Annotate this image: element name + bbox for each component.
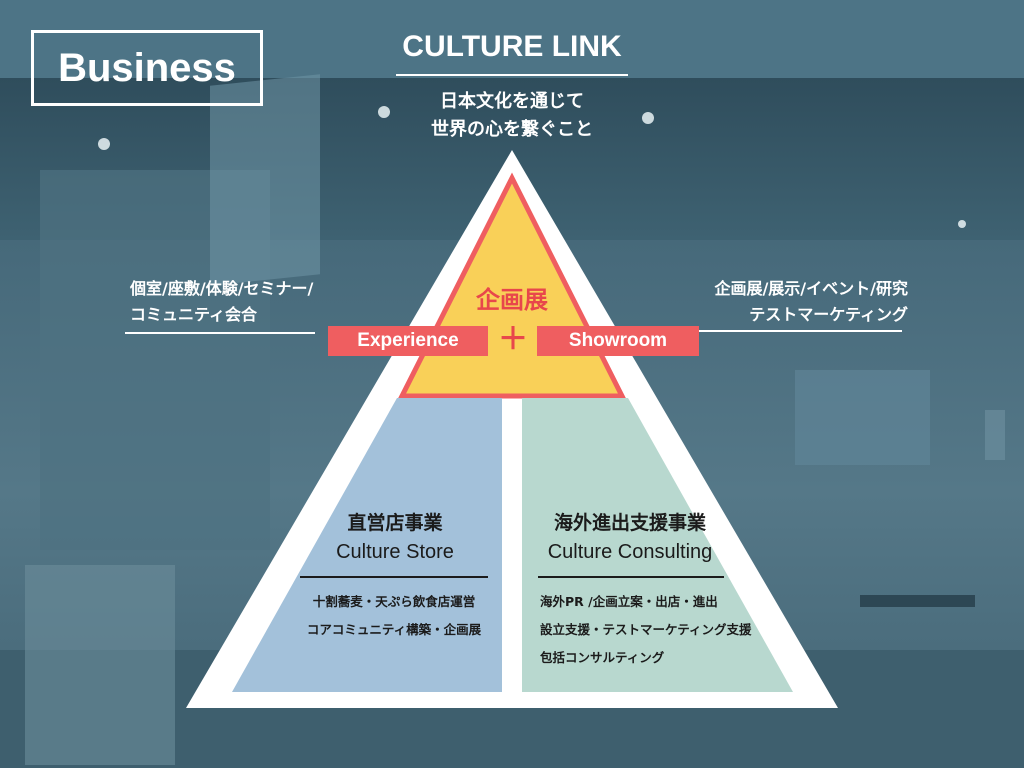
- showroom-description-line: 企画展/展示/イベント/研究: [714, 279, 908, 298]
- showroom-description: 企画展/展示/イベント/研究 テストマーケティング: [660, 276, 908, 328]
- culture-consulting-subtitle: Culture Consulting: [547, 541, 713, 563]
- culture-consulting-divider: [538, 576, 724, 578]
- experience-description-line: コミュニティ会合: [130, 305, 258, 324]
- mission-statement: 日本文化を通じて 世界の心を繋ぐこと: [392, 88, 632, 144]
- culture-store-services: 十割蕎麦・天ぷら飲食店運営 コアコミュニティ構築・企画展: [276, 588, 512, 644]
- experience-tag-label: Experience: [357, 330, 459, 351]
- background-framed-artwork-small: [985, 410, 1005, 460]
- showroom-description-line: テストマーケティング: [749, 305, 908, 324]
- culture-consulting-title: 海外進出支援事業: [553, 512, 706, 534]
- list-item: コアコミュニティ構築・企画展: [306, 622, 482, 637]
- background-top-band: [0, 0, 1024, 78]
- list-item: 設立支援・テストマーケティング支援: [540, 622, 752, 637]
- background-display-cube: [25, 565, 175, 765]
- experience-description-line: 個室/座敷/体験/セミナー/: [130, 279, 314, 298]
- title-underline: [396, 74, 628, 76]
- background-bench: [860, 595, 975, 607]
- list-item: 十割蕎麦・天ぷら飲食店運営: [312, 594, 476, 609]
- background-framed-artwork: [795, 370, 930, 465]
- business-badge: Business: [31, 30, 263, 106]
- culture-store-divider: [300, 576, 488, 578]
- experience-description: 個室/座敷/体験/セミナー/ コミュニティ会合: [130, 276, 313, 328]
- mission-line: 日本文化を通じて: [440, 91, 584, 112]
- ceiling-light: [958, 220, 966, 228]
- showroom-tag-label: Showroom: [568, 330, 668, 351]
- list-item: 海外PR /企画立案・出店・進出: [540, 594, 718, 609]
- page-title: CULTURE LINK: [402, 30, 622, 63]
- plus-sign: ＋: [498, 322, 528, 357]
- mission-line: 世界の心を繋ぐこと: [431, 119, 593, 140]
- culture-consulting-segment: [522, 398, 793, 692]
- experience-connector-line: [125, 332, 315, 334]
- business-badge-label: Business: [58, 45, 236, 90]
- culture-store-title: 直営店事業: [347, 512, 443, 534]
- experience-tag: Experience: [328, 326, 488, 356]
- apex-title: 企画展: [476, 286, 548, 314]
- culture-consulting-services: 海外PR /企画立案・出店・進出 設立支援・テストマーケティング支援 包括コンサ…: [540, 588, 790, 672]
- culture-store-subtitle: Culture Store: [336, 541, 454, 563]
- list-item: 包括コンサルティング: [540, 650, 665, 665]
- ceiling-light: [98, 138, 110, 150]
- culture-store-segment: [232, 398, 502, 692]
- ceiling-light: [642, 112, 654, 124]
- showroom-tag: Showroom: [537, 326, 699, 356]
- ceiling-light: [378, 106, 390, 118]
- showroom-connector-line: [697, 330, 902, 332]
